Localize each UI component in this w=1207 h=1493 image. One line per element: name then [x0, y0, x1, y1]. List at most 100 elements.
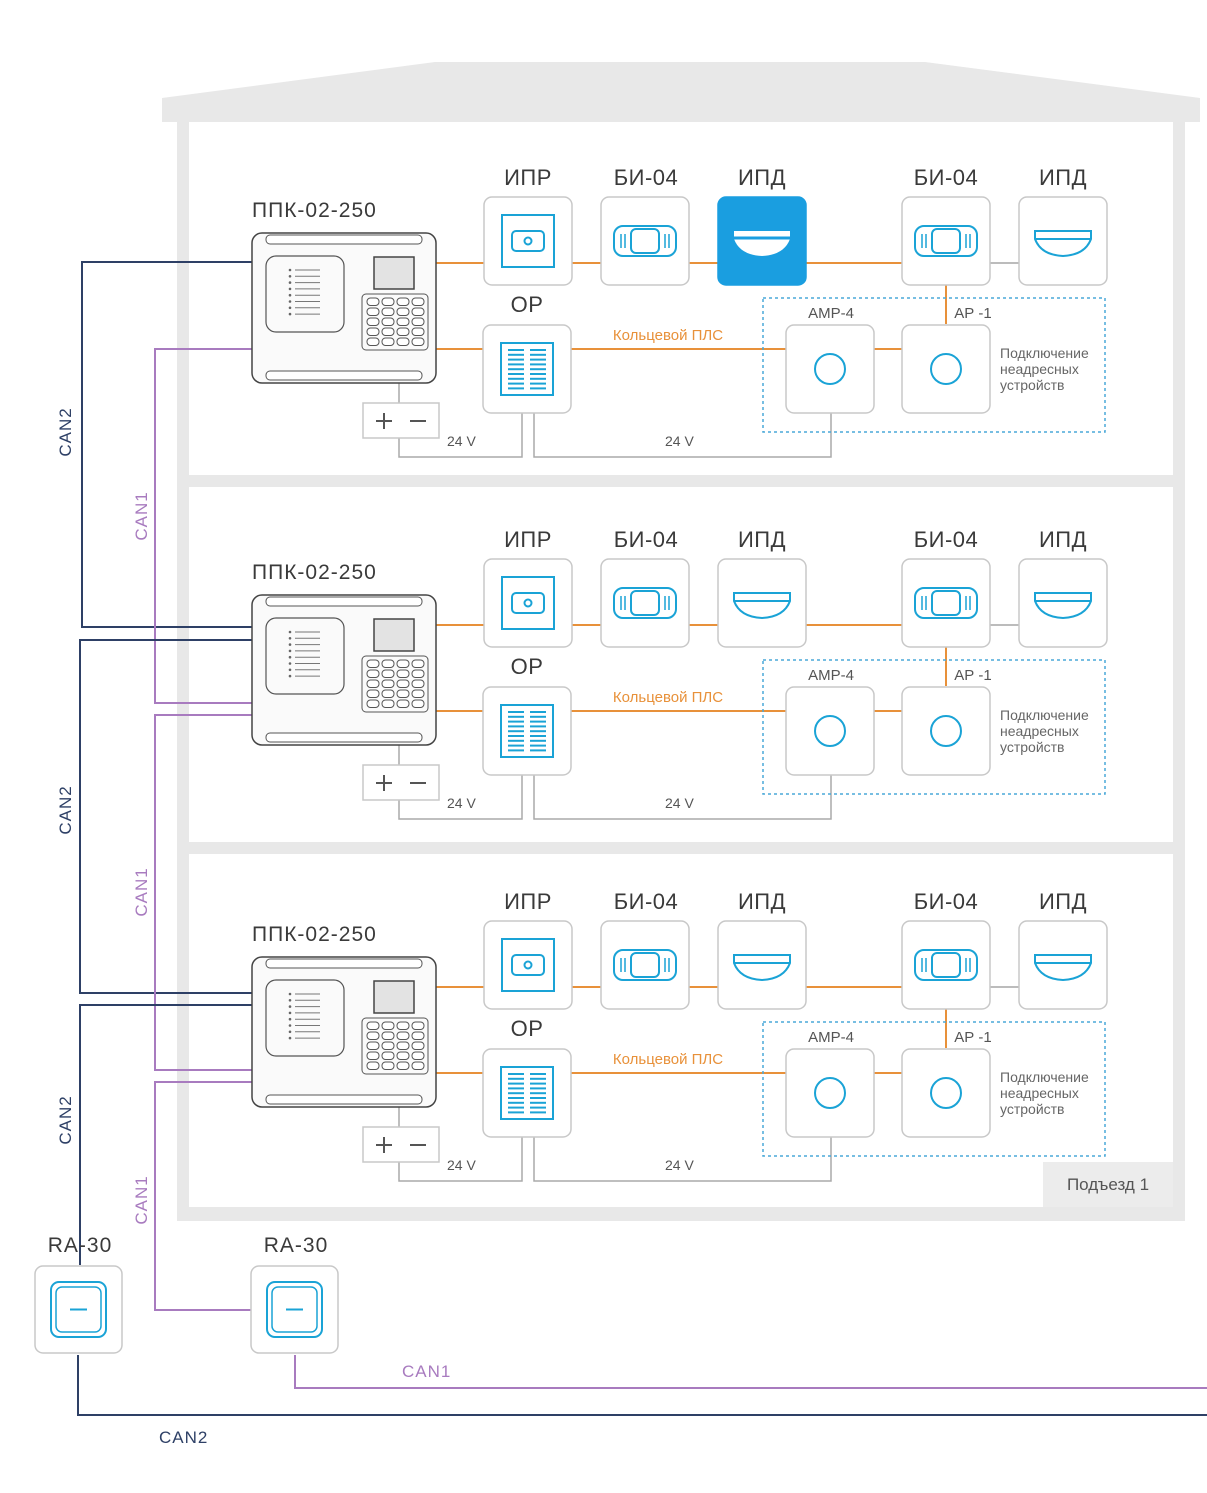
bi04-icon-core	[931, 952, 961, 978]
ppk-key	[411, 1041, 425, 1050]
ppk-key	[381, 699, 395, 708]
ppk-key	[381, 1021, 395, 1030]
repeater-ra30-2: RA-30	[250, 1234, 339, 1354]
ppk-key	[381, 1061, 395, 1070]
ppk-led	[288, 668, 292, 672]
ppk-key	[381, 337, 395, 346]
voltage-label-right: 24 V	[665, 433, 694, 449]
building: Подъезд 1	[162, 62, 1200, 1221]
ppk-panel-top-strip	[265, 234, 423, 245]
can2-label-floor2: CAN2	[56, 785, 75, 834]
amp4-device	[785, 324, 875, 414]
repeater-icon	[266, 1281, 323, 1338]
ar1-icon	[930, 715, 962, 747]
ppk-led	[288, 1005, 292, 1008]
bi04-icon-core	[931, 228, 961, 254]
ipr-label: ИПР	[504, 165, 552, 190]
ppk-panel-top-strip	[265, 958, 423, 969]
ppk-led	[288, 275, 292, 278]
ppk-key	[381, 1031, 395, 1040]
ipd-device	[717, 558, 807, 648]
or-label: ОР	[511, 292, 544, 317]
can1-label-bottom: CAN1	[402, 1362, 451, 1381]
amp4-label: АМР-4	[808, 305, 854, 322]
ppk-panel-label: ППК-02-250	[252, 561, 377, 584]
ppk-indicator-panel	[265, 617, 345, 695]
ipd-label: ИПД	[738, 527, 786, 552]
power-supply	[362, 1126, 440, 1163]
can1-line-3	[154, 1081, 252, 1311]
ppk-key	[396, 699, 410, 708]
ppk-key	[381, 1051, 395, 1060]
can2-line-3	[79, 1004, 252, 1265]
floor-slab-1	[177, 475, 1185, 487]
ppk-panel-bottom-strip	[265, 1094, 423, 1105]
ppk-key	[366, 1061, 380, 1070]
ppk-key	[381, 317, 395, 326]
can-bus-wiring	[77, 261, 1207, 1416]
non-addressable-note: устройств	[1000, 377, 1065, 393]
ppk-key	[411, 679, 425, 688]
ppk-panel-bottom-strip	[265, 370, 423, 381]
bi04-label: БИ-04	[614, 527, 679, 552]
can2-line-bottom	[77, 1355, 1207, 1416]
ppk-key	[381, 669, 395, 678]
bi04-icon	[613, 225, 677, 257]
ppk-key	[381, 689, 395, 698]
ppk-key	[381, 1041, 395, 1050]
ar1-label: АР -1	[954, 1029, 992, 1046]
ppk-led	[288, 1030, 292, 1034]
ppk-led	[288, 674, 292, 678]
ipd-label: ИПД	[1039, 165, 1087, 190]
can1-label-floor1: CAN1	[132, 491, 151, 540]
ar1-label: АР -1	[954, 305, 992, 322]
ppk-led	[288, 649, 292, 653]
bi04-label: БИ-04	[614, 165, 679, 190]
ipd-label: ИПД	[1039, 889, 1087, 914]
loop-label: Кольцевой ПЛС	[613, 689, 723, 706]
ppk-key	[396, 297, 410, 306]
ipr-icon-window	[511, 592, 545, 614]
can1-line-2	[154, 714, 252, 1071]
ppk-key	[366, 659, 380, 668]
power-line-24v-right	[533, 774, 832, 820]
non-addressable-note: устройств	[1000, 1101, 1065, 1117]
floor-slab-2	[177, 842, 1185, 854]
amp4-icon	[814, 715, 846, 747]
bi04-device	[901, 196, 991, 286]
building-wall-right	[1173, 122, 1185, 1220]
ppk-panel-label: ППК-02-250	[252, 199, 377, 222]
ppk-key	[366, 307, 380, 316]
ppk-key	[366, 699, 380, 708]
ipr-label: ИПР	[504, 889, 552, 914]
bi04-device	[600, 196, 690, 286]
bi04-label: БИ-04	[914, 527, 979, 552]
or-icon	[500, 342, 554, 396]
can1-line-bottom	[294, 1355, 1207, 1389]
ppk-key	[411, 1031, 425, 1040]
ipr-icon-button	[523, 236, 533, 246]
bi04-device	[901, 920, 991, 1010]
ppk-key	[381, 307, 395, 316]
ppk-key	[411, 317, 425, 326]
ppk-key	[366, 1051, 380, 1060]
can2-line-2	[79, 639, 252, 994]
ppk-key	[366, 669, 380, 678]
ppk-panel-bottom-strip	[265, 732, 423, 743]
ppk-led	[288, 1024, 292, 1027]
ppk-led	[288, 300, 292, 303]
can2-line-1	[81, 261, 252, 628]
ar1-icon	[930, 353, 962, 385]
power-supply	[362, 402, 440, 439]
bi04-icon	[613, 587, 677, 619]
ipr-icon-window	[511, 954, 545, 976]
ppk-key	[396, 1061, 410, 1070]
ppk-panel-label: ППК-02-250	[252, 923, 377, 946]
ppk-key	[411, 297, 425, 306]
ppk-led	[288, 662, 292, 665]
ipd-device	[1018, 558, 1108, 648]
ppk-display	[373, 980, 415, 1014]
